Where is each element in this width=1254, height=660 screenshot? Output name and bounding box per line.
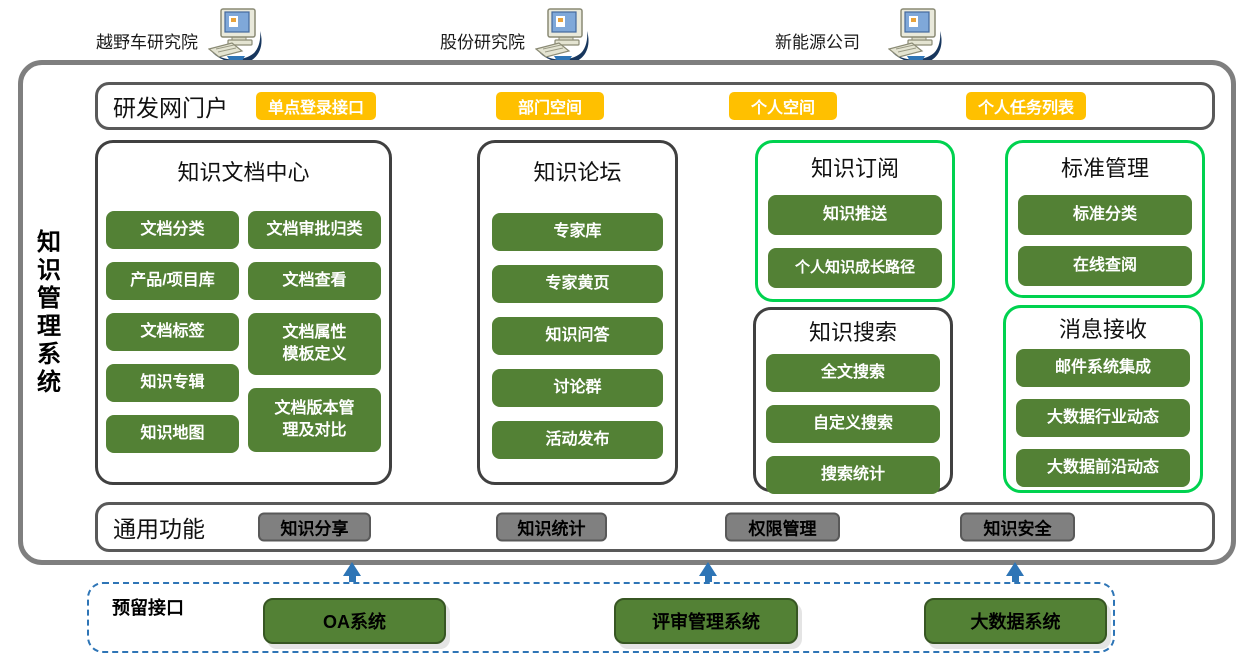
module-title: 知识文档中心 [177, 160, 310, 185]
feature-button: 全文搜索 [766, 354, 940, 392]
module-forum: 知识论坛 专家库 专家黄页 知识问答 讨论群 活动发布 [477, 140, 678, 485]
feature-button: 活动发布 [492, 421, 663, 459]
external-system-group-1: 越野车研究院 [96, 8, 264, 72]
feature-button: 文档查看 [248, 262, 381, 300]
external-system-group-2: 股份研究院 [440, 8, 591, 72]
portal-button-sso: 单点登录接口 [256, 92, 376, 120]
module-message: 消息接收 邮件系统集成 大数据行业动态 大数据前沿动态 [1003, 305, 1203, 493]
portal-title: 研发网门户 [113, 95, 228, 121]
system-boundary-box: 知识管理系统 研发网门户 单点登录接口 部门空间 个人空间 个人任务列表 知识文… [18, 60, 1236, 565]
module-title: 消息接收 [1058, 317, 1147, 342]
feature-button: 标准分类 [1018, 195, 1192, 235]
portal-button-dept-space: 部门空间 [496, 92, 604, 120]
feature-button: 知识地图 [106, 415, 239, 453]
feature-button: 文档属性 模板定义 [248, 313, 381, 375]
reserved-title: 预留接口 [112, 598, 184, 618]
common-button-stats: 知识统计 [496, 512, 607, 542]
common-button-permission: 权限管理 [725, 512, 840, 542]
system-title: 知识管理系统 [32, 228, 60, 397]
module-standard: 标准管理 标准分类 在线查阅 [1005, 140, 1205, 298]
feature-button: 文档版本管 理及对比 [248, 388, 381, 452]
reserved-system-oa: OA系统 [263, 598, 446, 644]
feature-button: 知识专辑 [106, 364, 239, 402]
feature-button: 邮件系统集成 [1016, 349, 1190, 387]
feature-button: 专家库 [492, 213, 663, 251]
portal-button-personal-space: 个人空间 [729, 92, 837, 120]
feature-button: 讨论群 [492, 369, 663, 407]
portal-bar: 研发网门户 单点登录接口 部门空间 个人空间 个人任务列表 [95, 82, 1215, 130]
external-system-label: 股份研究院 [440, 32, 525, 52]
module-title: 知识搜索 [808, 320, 897, 345]
module-title: 标准管理 [1060, 156, 1149, 181]
reserved-interface-box: 预留接口 OA系统 评审管理系统 大数据系统 [87, 582, 1115, 653]
computer-icon [535, 8, 589, 71]
module-search: 知识搜索 全文搜索 自定义搜索 搜索统计 [753, 307, 953, 494]
module-title: 知识论坛 [533, 160, 622, 185]
feature-button: 产品/项目库 [106, 262, 239, 300]
feature-button: 个人知识成长路径 [768, 248, 942, 288]
common-functions-bar: 通用功能 知识分享 知识统计 权限管理 知识安全 [95, 502, 1215, 552]
feature-button: 文档审批归类 [248, 211, 381, 249]
reserved-system-bigdata: 大数据系统 [924, 598, 1107, 644]
feature-button: 文档分类 [106, 211, 239, 249]
common-button-security: 知识安全 [960, 512, 1075, 542]
feature-button: 专家黄页 [492, 265, 663, 303]
module-title: 知识订阅 [810, 156, 899, 181]
feature-button: 文档标签 [106, 313, 239, 351]
feature-button: 搜索统计 [766, 456, 940, 494]
feature-button: 知识推送 [768, 195, 942, 235]
module-doc-center: 知识文档中心 文档分类 产品/项目库 文档标签 知识专辑 知识地图 文档审批归类… [95, 140, 392, 485]
portal-button-task-list: 个人任务列表 [966, 92, 1086, 120]
common-button-share: 知识分享 [258, 512, 371, 542]
module-subscribe: 知识订阅 知识推送 个人知识成长路径 [755, 140, 955, 302]
external-system-label: 越野车研究院 [96, 32, 198, 52]
feature-button: 知识问答 [492, 317, 663, 355]
feature-button: 大数据行业动态 [1016, 399, 1190, 437]
reserved-system-review: 评审管理系统 [614, 598, 798, 644]
feature-button: 大数据前沿动态 [1016, 449, 1190, 487]
feature-button: 自定义搜索 [766, 405, 940, 443]
common-title: 通用功能 [113, 516, 205, 542]
external-system-label: 新能源公司 [775, 32, 860, 52]
feature-button: 在线查阅 [1018, 246, 1192, 286]
computer-icon [208, 8, 262, 71]
